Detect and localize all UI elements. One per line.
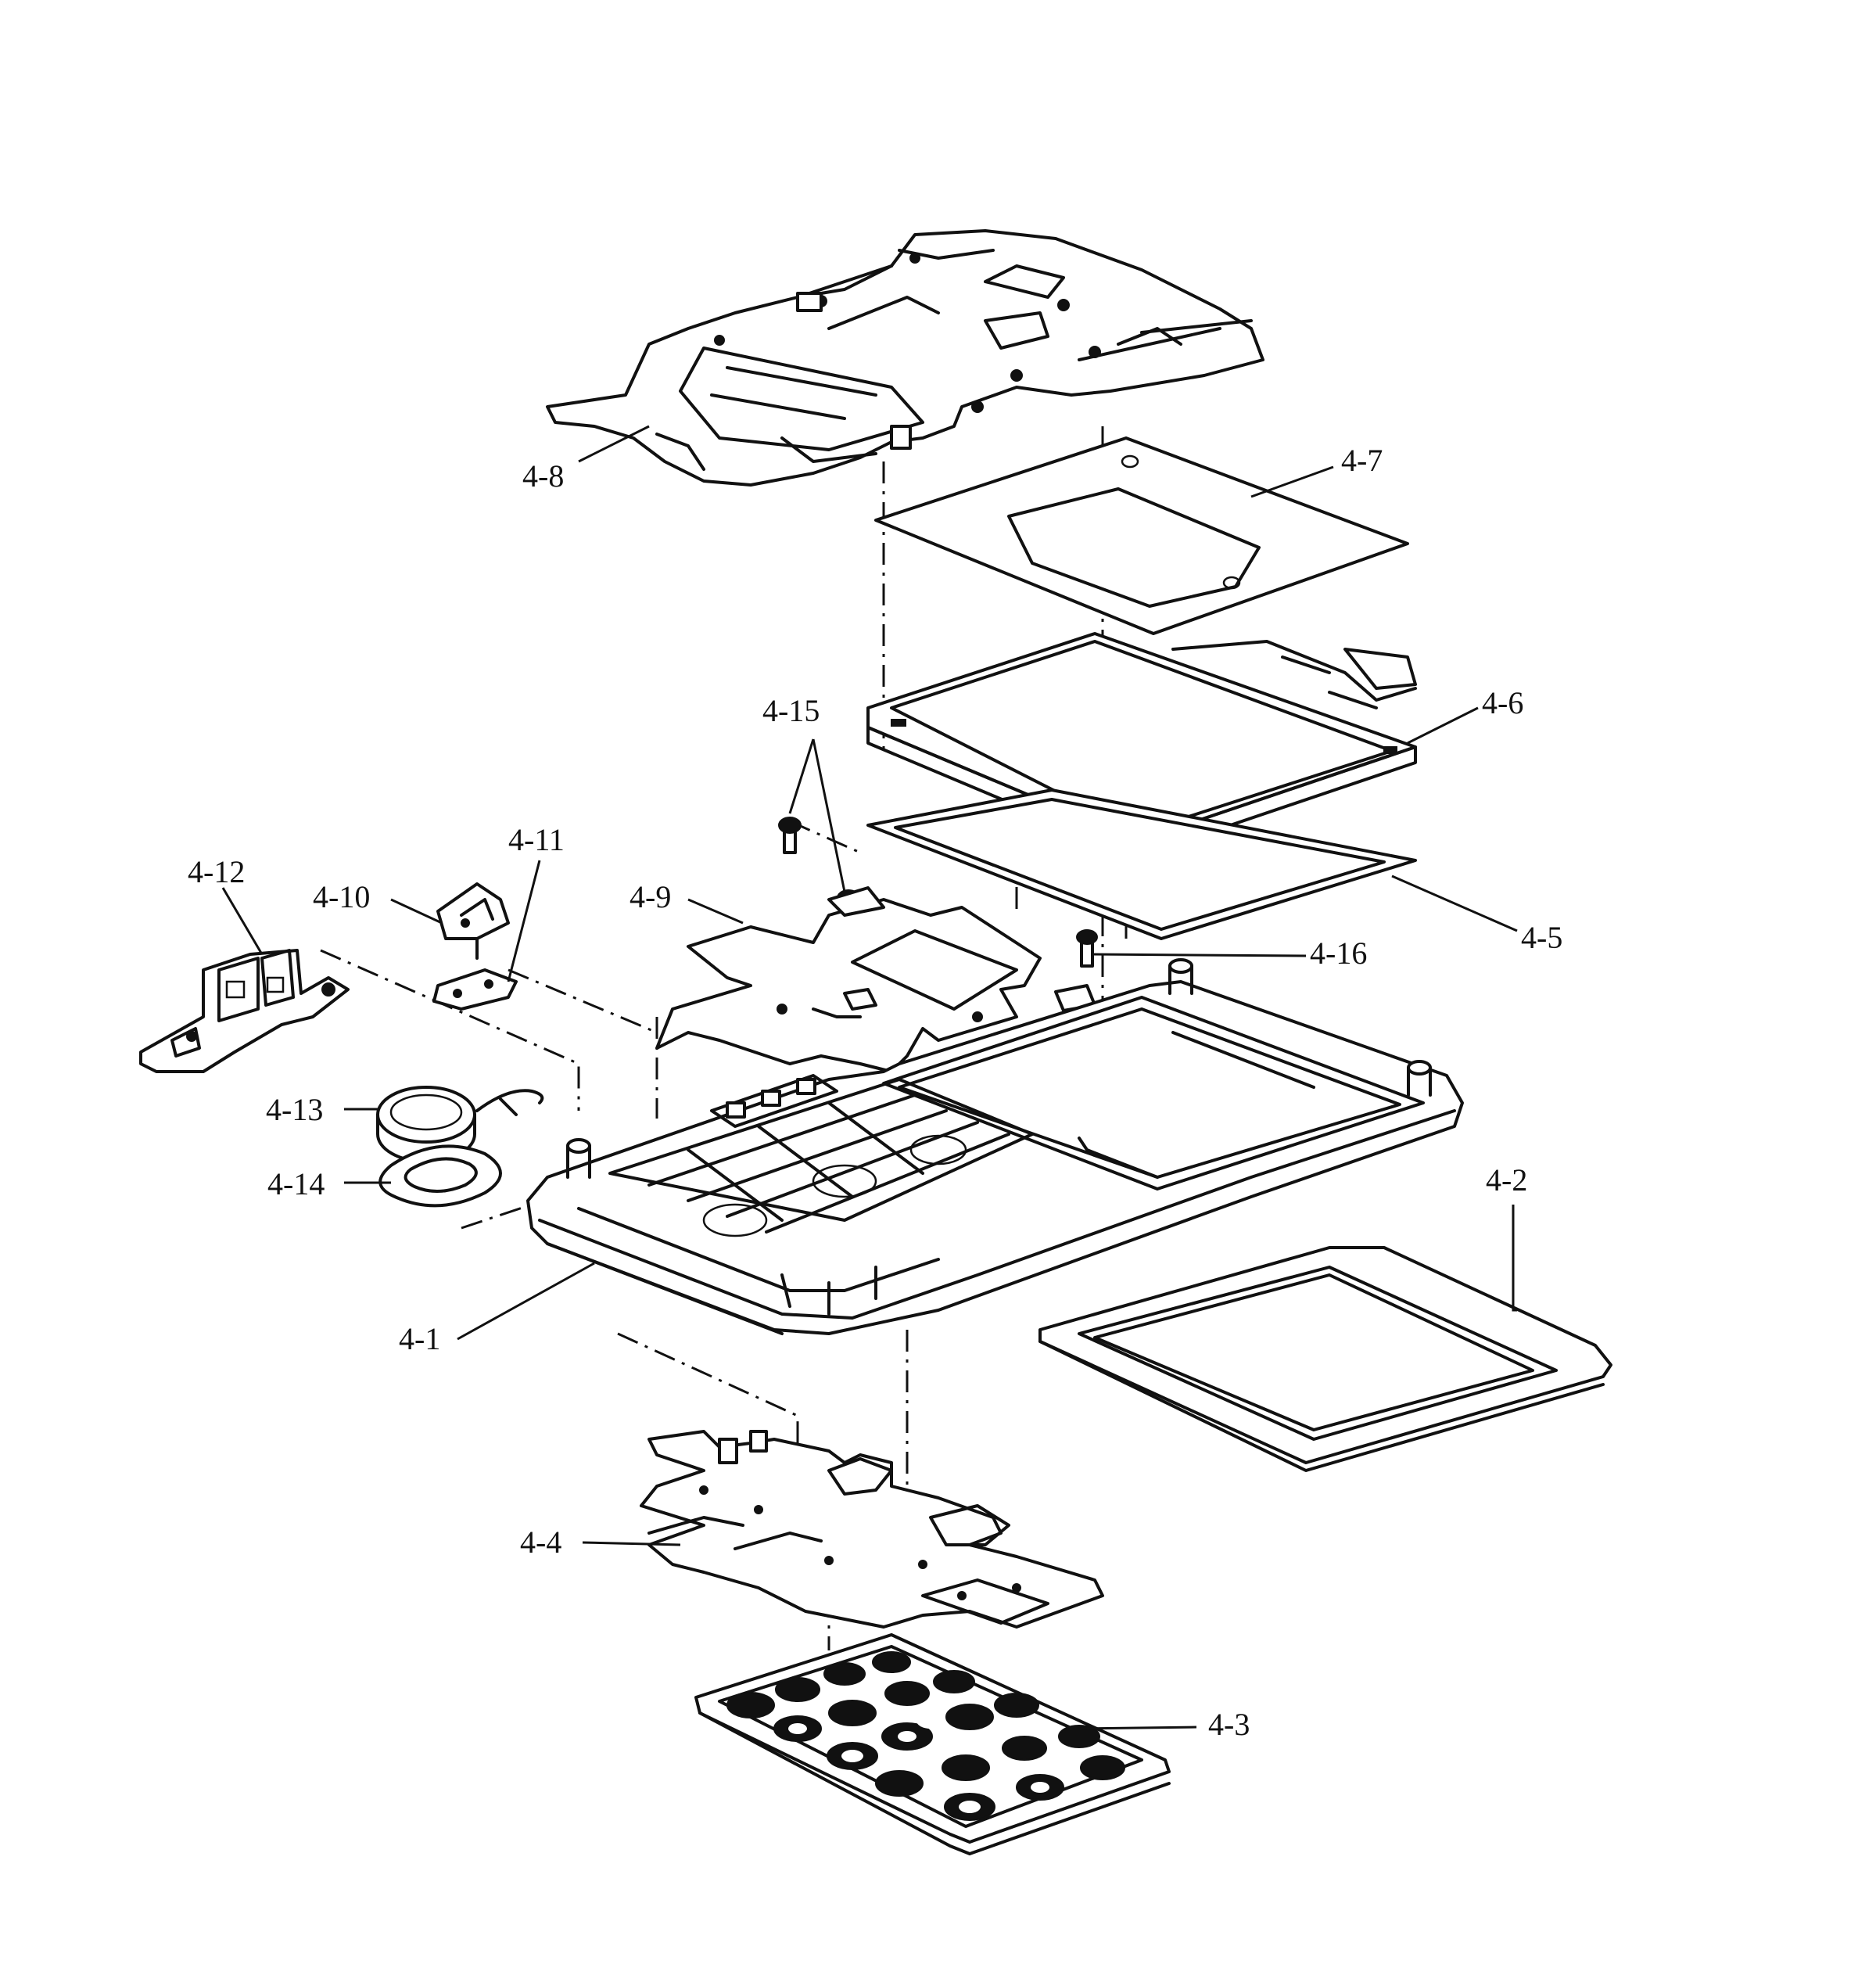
label-4-13: 4-13	[266, 1092, 323, 1127]
part-4-16-screw	[1076, 929, 1098, 968]
part-4-9-flex-plate	[655, 886, 1096, 1073]
part-4-13-speaker	[376, 1086, 544, 1163]
leader-lines	[221, 425, 1518, 1730]
keypad-keys	[726, 1651, 1125, 1821]
label-4-8: 4-8	[522, 458, 564, 494]
label-4-5: 4-5	[1521, 920, 1562, 955]
label-4-3: 4-3	[1208, 1707, 1250, 1742]
part-4-4-keypad-flex	[640, 1430, 1104, 1629]
label-4-15: 4-15	[762, 693, 820, 728]
part-4-10-small-bracket	[436, 882, 510, 960]
label-4-9: 4-9	[630, 879, 671, 914]
label-4-12: 4-12	[188, 854, 245, 889]
label-4-7: 4-7	[1341, 443, 1383, 478]
label-4-16: 4-16	[1310, 936, 1367, 971]
part-4-1-main-housing	[526, 958, 1464, 1335]
label-4-6: 4-6	[1482, 685, 1523, 720]
part-4-2-window-panel	[1038, 1246, 1612, 1472]
label-4-11: 4-11	[508, 822, 565, 857]
part-4-5-gasket-sheet	[866, 788, 1417, 940]
label-4-14: 4-14	[267, 1166, 325, 1201]
part-4-11-small-plate	[432, 968, 518, 1011]
part-4-3-rubber-keypad	[694, 1633, 1171, 1855]
part-4-14-ring-gasket	[378, 1144, 502, 1208]
part-labels: 4-8 4-7 4-6 4-15 4-5 4-16 4-9 4-10 4-11 …	[188, 443, 1562, 1742]
part-4-7-top-sheet	[874, 436, 1409, 635]
part-4-12-switch-bracket	[139, 949, 350, 1073]
label-4-2: 4-2	[1486, 1162, 1527, 1198]
part-4-8-metal-bracket	[546, 229, 1264, 487]
label-4-10: 4-10	[313, 879, 370, 914]
label-4-4: 4-4	[520, 1524, 561, 1560]
label-4-1: 4-1	[399, 1321, 440, 1356]
